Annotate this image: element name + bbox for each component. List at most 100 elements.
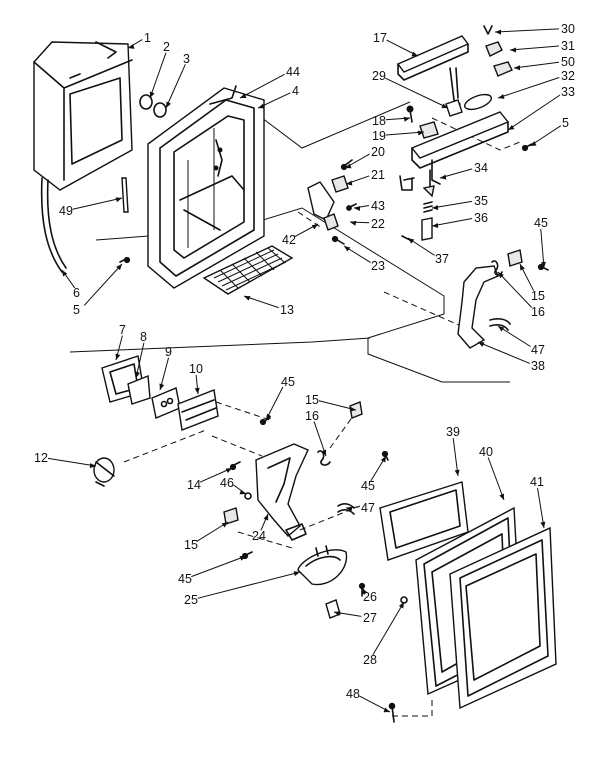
part-1-ice-bucket (33, 41, 133, 273)
leader-arrow-p12 (89, 463, 96, 469)
part-21-bracket (331, 175, 349, 193)
part-label-p26: 26 (363, 590, 377, 604)
part-label-p15c: 15 (184, 538, 198, 552)
leader-line-p50 (513, 61, 560, 69)
part-2-ring (139, 94, 153, 110)
leader-line-p15c (196, 521, 229, 542)
leader-line-p31 (509, 45, 560, 51)
part-36-plunger (421, 217, 433, 241)
leader-arrow-p17 (411, 51, 418, 57)
part-41-outer-frame (449, 526, 557, 710)
part-label-p21: 21 (371, 168, 385, 182)
leader-arrow-p24 (263, 514, 269, 521)
leader-arrow-p50 (514, 65, 521, 71)
guide-line (329, 411, 357, 449)
leader-arrow-p47b (346, 506, 353, 512)
part-label-p45b: 45 (281, 375, 295, 389)
leader-arrow-p15a (520, 264, 525, 271)
part-label-p27: 27 (363, 611, 377, 625)
leader-line-p19 (385, 131, 425, 136)
leader-arrow-p4 (258, 103, 265, 109)
part-label-p48: 48 (346, 687, 360, 701)
leader-arrow-p30 (495, 29, 502, 35)
part-label-p25: 25 (184, 593, 198, 607)
part-label-p36: 36 (474, 211, 488, 225)
leader-arrow-p45b (266, 413, 272, 420)
part-22-bushing (323, 213, 339, 231)
part-46-washer (244, 492, 252, 500)
guide-line (211, 435, 263, 457)
part-label-p8: 8 (140, 330, 147, 344)
leader-line-p15b (318, 400, 357, 411)
part-label-p4: 4 (292, 84, 299, 98)
leader-arrow-p27 (334, 611, 341, 617)
leader-arrow-p13 (244, 296, 251, 301)
leader-line-p45b (265, 386, 284, 421)
leader-line-p39 (452, 437, 459, 477)
leader-arrow-p33 (508, 124, 515, 130)
part-label-p37: 37 (435, 252, 449, 266)
leader-arrow-p15c (221, 522, 228, 528)
leader-line-p29 (385, 77, 449, 109)
guide-line (69, 337, 371, 353)
leader-arrow-p15b (349, 406, 356, 412)
part-15-bracket (507, 249, 523, 267)
guide-line (297, 211, 323, 229)
leader-arrow-p23 (344, 246, 351, 252)
part-label-p5b: 5 (73, 303, 80, 317)
leader-arrow-p43 (354, 206, 361, 212)
part-label-p47b: 47 (361, 501, 375, 515)
leader-arrow-p19 (417, 130, 424, 136)
part-label-p43: 43 (371, 199, 385, 213)
part-label-p2: 2 (163, 40, 170, 54)
part-19-switch (419, 121, 439, 139)
guide-line (123, 429, 207, 463)
part-3-ring (153, 102, 167, 118)
part-5-screw (521, 143, 533, 152)
leader-arrow-p46 (239, 489, 246, 495)
leader-arrow-p26 (362, 588, 368, 595)
guide-line (392, 700, 433, 717)
part-label-p12: 12 (34, 451, 48, 465)
leader-line-p47a (497, 325, 531, 347)
leader-arrow-p9 (159, 383, 165, 390)
leader-line-p16a (497, 271, 533, 308)
leader-arrow-p2 (149, 91, 155, 98)
part-27-clip (325, 599, 341, 619)
leader-arrow-p5a (530, 141, 537, 146)
part-label-p35: 35 (474, 194, 488, 208)
part-label-p22: 22 (371, 217, 385, 231)
part-label-p5a: 5 (562, 116, 569, 130)
part-label-p45d: 45 (178, 572, 192, 586)
leader-arrow-p6 (62, 270, 68, 277)
leader-line-p35 (431, 200, 473, 209)
part-47-tube (489, 318, 511, 331)
leader-line-p32 (497, 77, 560, 99)
part-label-p47a: 47 (531, 343, 545, 357)
leader-arrow-p25 (293, 571, 300, 577)
leader-arrow-p10 (194, 387, 200, 394)
leader-arrow-p21 (346, 180, 353, 186)
leader-line-p40 (487, 457, 505, 501)
part-label-p16b: 16 (305, 409, 319, 423)
leader-arrow-p45a (540, 261, 546, 268)
part-31-bracket (485, 41, 503, 57)
part-label-p20: 20 (371, 145, 385, 159)
part-42-lever (307, 181, 335, 221)
leader-line-p44 (239, 73, 285, 99)
leader-line-p30 (494, 28, 560, 33)
leader-arrow-p22 (350, 220, 357, 226)
part-label-p45c: 45 (361, 479, 375, 493)
leader-arrow-p8 (135, 371, 140, 378)
leader-line-p45d (191, 555, 247, 578)
leader-arrow-p16b (321, 449, 326, 456)
part-label-p39: 39 (446, 425, 460, 439)
part-30-clip (483, 25, 493, 35)
leader-arrow-p16a (498, 272, 504, 279)
part-10-chute-bracket (177, 389, 219, 431)
part-label-p15a: 15 (531, 289, 545, 303)
part-16-spring (317, 450, 331, 466)
part-25-drip-cup (297, 545, 348, 586)
